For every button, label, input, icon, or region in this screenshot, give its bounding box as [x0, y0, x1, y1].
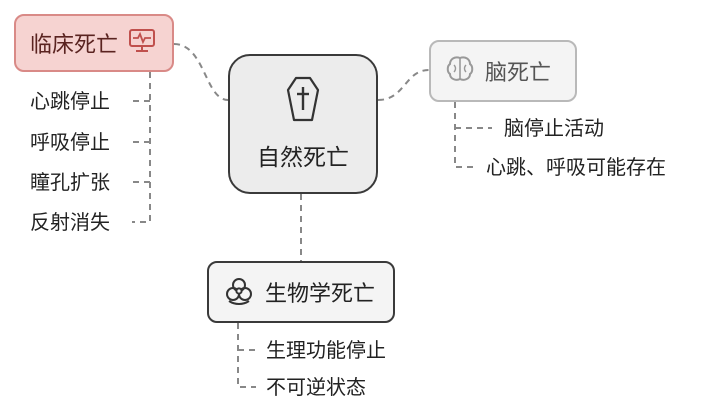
natural-death-node: 自然死亡 — [228, 54, 378, 194]
monitor-heartbeat-icon — [128, 28, 156, 58]
clinical-death-label: 临床死亡 — [30, 33, 119, 58]
brain-child-1: 脑停止活动 — [504, 116, 604, 140]
brain-icon — [445, 55, 475, 87]
bio-child-2: 不可逆状态 — [266, 375, 366, 399]
clinical-death-node: 临床死亡 — [14, 14, 174, 72]
bio-child-1: 生理功能停止 — [266, 338, 386, 362]
brain-child-2: 心跳、呼吸可能存在 — [486, 155, 666, 179]
brain-death-node: 脑死亡 — [429, 40, 577, 102]
clinical-child-2: 呼吸停止 — [30, 130, 110, 154]
natural-death-label: 自然死亡 — [257, 145, 349, 171]
clinical-child-1: 心跳停止 — [30, 89, 110, 113]
brain-death-label: 脑死亡 — [485, 61, 552, 86]
biological-death-node: 生物学死亡 — [207, 261, 395, 323]
coffin-cross-icon — [286, 76, 320, 126]
clinical-child-4: 反射消失 — [30, 210, 110, 234]
clinical-child-3: 瞳孔扩张 — [30, 170, 110, 194]
biological-death-label: 生物学死亡 — [265, 282, 376, 307]
biohazard-icon — [223, 274, 255, 310]
